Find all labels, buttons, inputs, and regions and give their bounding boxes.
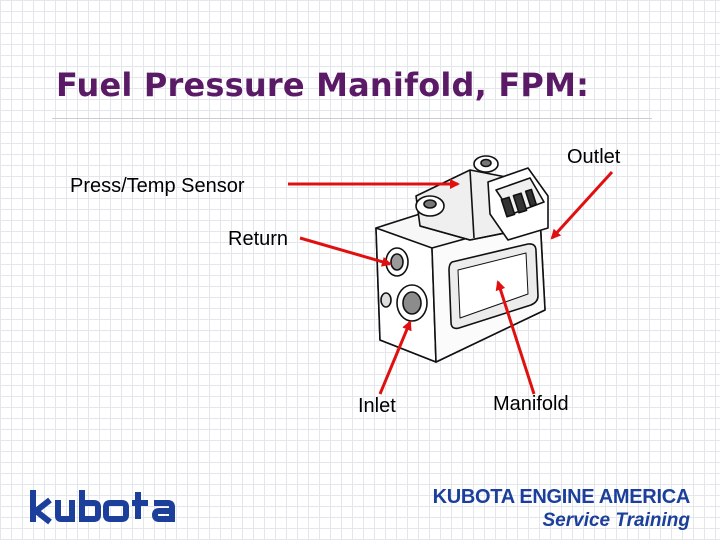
arrow-return	[299, 236, 392, 267]
outlet-label: Outlet	[567, 146, 621, 168]
inlet-label: Inlet	[358, 395, 396, 417]
manifold-block	[375, 155, 549, 363]
title-divider	[52, 118, 652, 119]
press-temp-sensor-label: Press/Temp Sensor	[70, 175, 245, 197]
return-label: Return	[228, 228, 289, 250]
department-name: Service Training	[542, 510, 691, 531]
page-title: Fuel Pressure Manifold, FPM:	[56, 66, 590, 104]
arrow-manifold	[495, 280, 536, 395]
arrow-inlet	[378, 320, 412, 395]
callout-arrows	[288, 170, 614, 395]
arrow-outlet	[550, 170, 614, 240]
manifold-label: Manifold	[493, 393, 569, 415]
kubota-logo	[28, 486, 188, 526]
company-name: KUBOTA ENGINE AMERICA	[432, 486, 691, 508]
